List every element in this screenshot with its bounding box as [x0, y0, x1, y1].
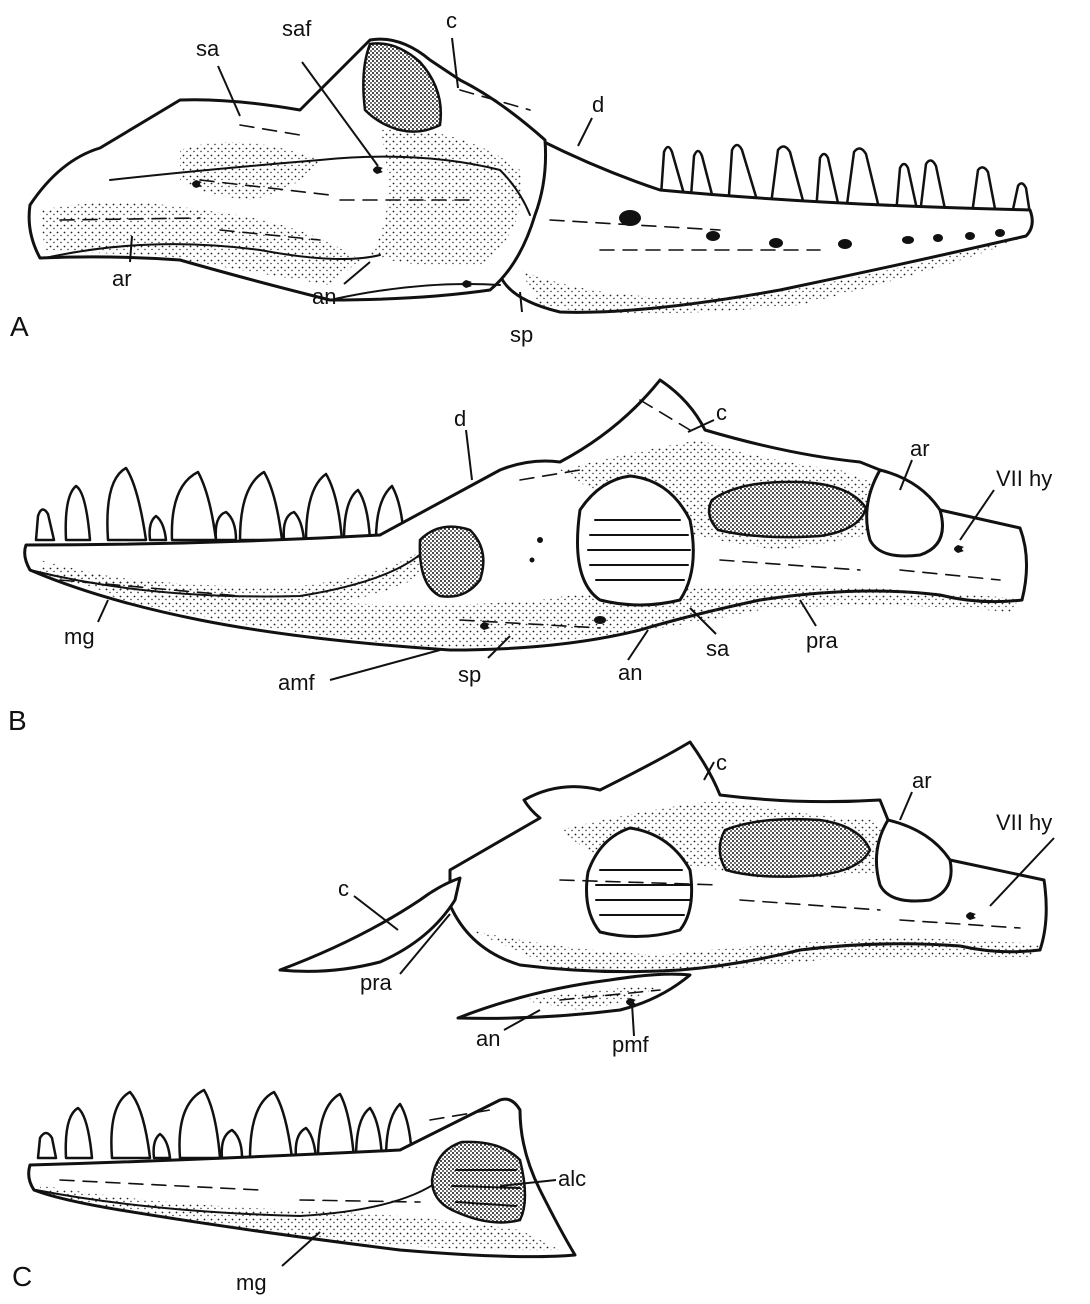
panel-a-label-c: c: [446, 8, 457, 33]
panel-b-label-c: c: [716, 400, 727, 425]
panel-b-label-mg: mg: [64, 624, 95, 649]
panel-a-lateral-mandible: sa saf c d ar an sp A: [10, 8, 1032, 347]
panel-c-label-c-top: c: [716, 750, 727, 775]
panel-c-label-alc: alc: [558, 1166, 586, 1191]
panel-a-letter: A: [10, 311, 29, 342]
panel-b-label-pra: pra: [806, 628, 839, 653]
panel-b-label-sp: sp: [458, 662, 481, 687]
panel-c-dentary: [29, 1090, 575, 1257]
panel-c-letter: C: [12, 1261, 32, 1292]
panel-a-label-an: an: [312, 284, 336, 309]
panel-c-label-ar: ar: [912, 768, 932, 793]
panel-c-label-an: an: [476, 1026, 500, 1051]
panel-b-label-sa: sa: [706, 636, 730, 661]
panel-b-letter: B: [8, 705, 27, 736]
panel-a-label-sp: sp: [510, 322, 533, 347]
panel-b-label-vii-hy: VII hy: [996, 466, 1052, 491]
panel-c-label-pra: pra: [360, 970, 393, 995]
panel-a-label-saf: saf: [282, 16, 312, 41]
panel-a-dentary: [500, 140, 1032, 312]
panel-b-label-ar: ar: [910, 436, 930, 461]
panel-b-teeth: [36, 468, 404, 540]
panel-c-disarticulated: c ar VII hy c pra an pmf alc mg C: [12, 742, 1054, 1295]
panel-b-label-amf: amf: [278, 670, 316, 695]
panel-a-label-sa: sa: [196, 36, 220, 61]
panel-c-coronoid-splint: [280, 878, 460, 971]
panel-a-label-d: d: [592, 92, 604, 117]
panel-b-mandibular-fossa: [420, 527, 484, 597]
panel-c-label-pmf: pmf: [612, 1032, 650, 1057]
panel-b-label-d: d: [454, 406, 466, 431]
panel-b-articular-glenoid: [709, 482, 866, 537]
panel-a-coronoid-process: [363, 43, 441, 131]
panel-b-label-an: an: [618, 660, 642, 685]
panel-b-medial-mandible: d c ar VII hy mg amf sp an sa pra B: [8, 380, 1052, 736]
panel-c-label-c-left: c: [338, 876, 349, 901]
panel-c-label-mg: mg: [236, 1270, 267, 1295]
panel-a-label-ar: ar: [112, 266, 132, 291]
panel-c-articular-glenoid: [720, 819, 870, 877]
panel-c-label-vii-hy: VII hy: [996, 810, 1052, 835]
